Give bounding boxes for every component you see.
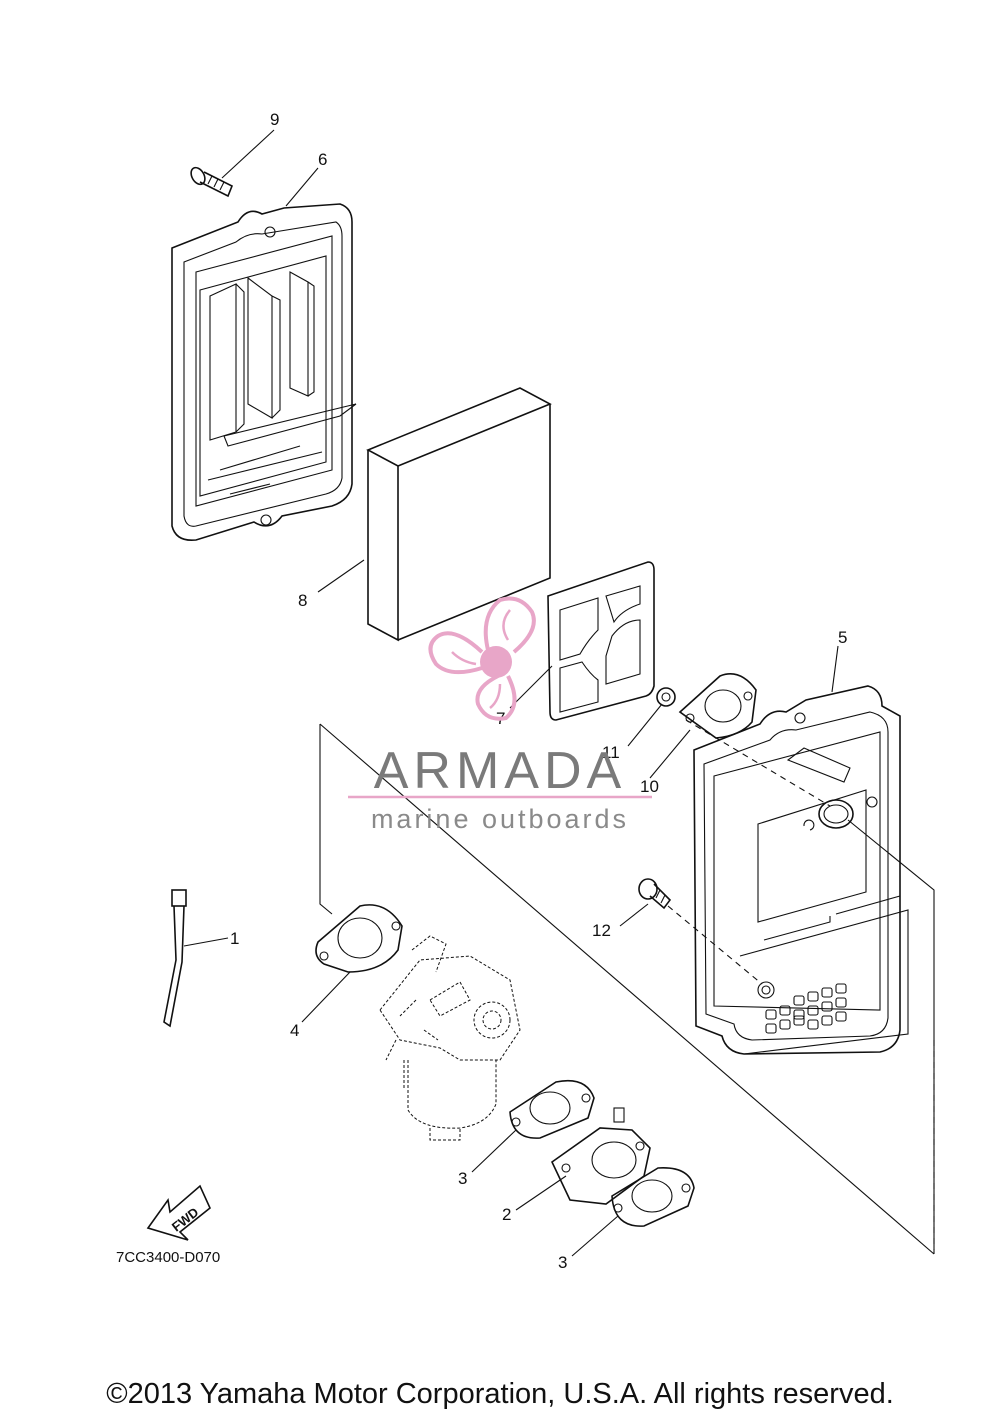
screw-part-9 [190, 166, 234, 198]
air-filter-cover [693, 685, 909, 1055]
filter-element [366, 387, 552, 642]
leader-lines [183, 129, 839, 1257]
fwd-arrow: FWD [146, 1184, 211, 1241]
callout-9: 9 [270, 110, 279, 129]
gasket-part-4 [315, 904, 403, 973]
gasket-part-3-lower [611, 1167, 695, 1227]
gasket-part-3-upper [509, 1079, 595, 1139]
callout-3b: 3 [558, 1253, 567, 1272]
gasket-plate [547, 561, 655, 721]
propeller-logo-icon [428, 596, 536, 721]
watermark-subtitle: marine outboards [371, 804, 629, 834]
callout-12: 12 [592, 921, 611, 940]
copyright-footer: ©2013 Yamaha Motor Corporation, U.S.A. A… [106, 1378, 894, 1410]
watermark-brand: ARMADA [374, 742, 626, 800]
gasket-part-10 [678, 673, 757, 739]
armada-watermark: ARMADA marine outboards [348, 596, 652, 834]
callout-8: 8 [298, 591, 307, 610]
callout-2: 2 [502, 1205, 511, 1224]
bolt-part-12 [638, 878, 672, 910]
insulator-part-2 [550, 1107, 651, 1205]
callout-3a: 3 [458, 1169, 467, 1188]
carburetor-outline [379, 935, 521, 1141]
callouts: 1 2 3 3 4 5 6 7 8 9 10 11 12 [230, 110, 847, 1272]
vent-grid [765, 983, 847, 1034]
callout-1: 1 [230, 929, 239, 948]
callout-6: 6 [318, 150, 327, 169]
callout-10: 10 [640, 777, 659, 796]
assembly-lines [319, 719, 935, 1255]
diagram-code: 7CC3400-D070 [116, 1249, 220, 1266]
nut-part-11 [656, 687, 676, 707]
cable-tie-part-1 [163, 889, 187, 1028]
callout-11: 11 [602, 743, 620, 762]
air-filter-case [171, 203, 357, 542]
callout-5: 5 [838, 628, 847, 647]
callout-4: 4 [290, 1021, 299, 1040]
